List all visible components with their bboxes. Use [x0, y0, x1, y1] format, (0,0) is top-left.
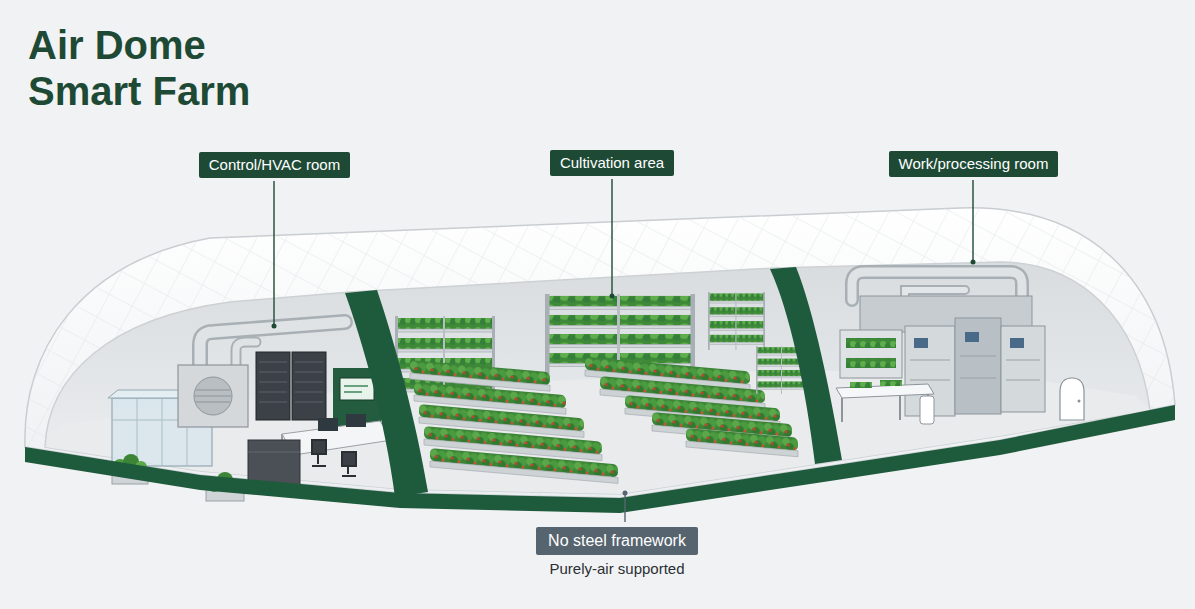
dome-interior-part: [45, 262, 1150, 494]
processing-equipment-part: [850, 382, 872, 388]
leader-line-part: [273, 181, 274, 324]
control-room-equipment-part: [340, 378, 374, 400]
control-room-equipment-part: [194, 377, 232, 415]
label-text: No steel framework: [536, 527, 698, 555]
leader-line-part: [623, 491, 628, 496]
control-room-equipment-part: [236, 342, 256, 365]
dome-base: [25, 405, 1175, 513]
partition-arch-part: [770, 267, 842, 464]
control-room-equipment-part: [236, 342, 256, 365]
room-label: Cultivation area: [550, 150, 674, 176]
cultivation-equipment-part-part: [686, 441, 798, 457]
cultivation-equipment-part-part: [430, 461, 618, 483]
cultivation-equipment-part: [430, 448, 618, 483]
processing-equipment-part: [920, 396, 934, 424]
leader-line-part: [272, 324, 277, 329]
leader-line: [272, 179, 976, 522]
leader-line-part: [972, 180, 973, 260]
room-label: Work/processing room: [889, 151, 1059, 177]
label-text: Cultivation area: [550, 150, 674, 176]
processing-equipment-part: [880, 380, 902, 386]
label-text: Work/processing room: [889, 151, 1059, 177]
diagram-title: Air Dome Smart Farm: [28, 22, 278, 114]
control-room-equipment-part: [248, 452, 300, 453]
control-room-equipment-part: [178, 365, 248, 427]
partition-arch: [345, 267, 842, 497]
control-room-equipment-part: [259, 362, 323, 402]
cultivation-equipment: [395, 292, 808, 483]
control-room-equipment: [108, 322, 392, 490]
processing-equipment-part: [840, 330, 902, 378]
feature-label: No steel frameworkPurely-air supported: [536, 527, 698, 578]
processing-equipment-part: [1010, 338, 1024, 348]
cultivation-equipment-part: [686, 428, 798, 457]
control-room-equipment-part: [344, 386, 368, 392]
processing-equipment-part: [914, 338, 928, 348]
label-text: Control/HVAC room: [199, 152, 350, 178]
leader-line-part: [611, 179, 612, 294]
processing-equipment-part: [1060, 378, 1084, 420]
leader-line-part: [971, 260, 976, 265]
cultivation-equipment-part: [708, 292, 765, 350]
dome-interior: [45, 262, 1150, 494]
leader-line-part: [610, 294, 615, 299]
processing-equipment-part: [842, 394, 928, 422]
control-room-equipment-part: [312, 440, 326, 466]
leader-line-part: [624, 493, 625, 522]
processing-equipment-part: [955, 318, 1001, 414]
room-label: Control/HVAC room: [199, 152, 350, 178]
processing-equipment: [836, 272, 1084, 424]
sub-text: Purely-air supported: [549, 560, 684, 578]
processing-equipment-part: [846, 338, 896, 348]
processing-equipment-part: [1001, 326, 1045, 412]
control-room-equipment-part: [318, 418, 338, 431]
processing-equipment-part: [1078, 400, 1081, 403]
processing-equipment-part: [965, 332, 979, 342]
control-room-equipment-part: [342, 452, 356, 476]
control-room-equipment-part: [346, 414, 366, 427]
dome-base-part: [25, 405, 1175, 513]
processing-equipment-part: [910, 356, 1040, 380]
partition-arch-part: [345, 290, 428, 497]
processing-equipment-part: [846, 358, 896, 368]
control-room-equipment-part: [195, 390, 231, 402]
